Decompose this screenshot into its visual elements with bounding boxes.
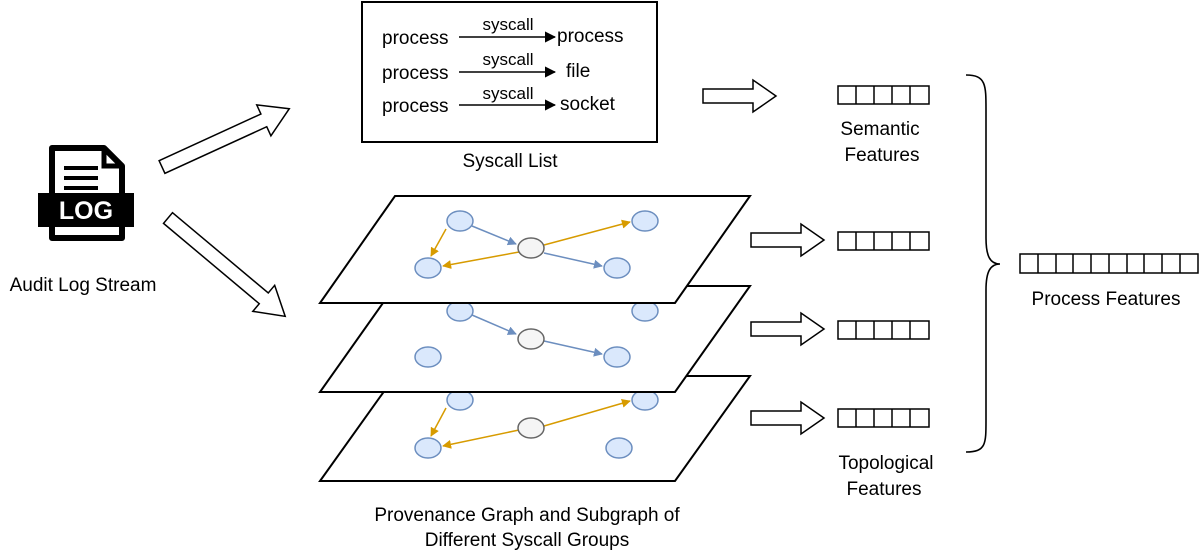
grouping-brace [965, 74, 1001, 453]
topological-feature-vector-2 [837, 320, 930, 340]
process-features-label: Process Features [1032, 289, 1181, 310]
log-file-icon: LOG [38, 145, 134, 241]
provenance-caption-line2: Different Syscall Groups [425, 530, 630, 551]
arrow-to-provenance-graph [162, 211, 287, 318]
topological-features-label-line2: Features [847, 479, 922, 500]
syscall-list-caption: Syscall List [462, 151, 558, 172]
semantic-feature-vector [837, 85, 930, 105]
semantic-features-label-line1: Semantic [840, 119, 919, 140]
provenance-graph-layer-top [318, 195, 752, 304]
syscall-row-1-object: process [557, 26, 624, 47]
semantic-features-label-line2: Features [845, 145, 920, 166]
subgraph-layer-middle [318, 285, 752, 393]
graph-node [603, 257, 631, 279]
process-feature-vector [1019, 253, 1199, 274]
process-node [517, 328, 545, 350]
syscall-row-3-edge: syscall [482, 84, 533, 103]
graph-node [605, 437, 633, 459]
syscall-row-3-object: socket [560, 94, 616, 115]
arrow-to-feature-vector-2 [750, 311, 826, 347]
graph-node [414, 257, 442, 279]
arrow-to-feature-vector-1 [750, 222, 826, 258]
topological-features-label-line1: Topological [838, 453, 933, 474]
arrow-to-syscall-list [158, 104, 291, 175]
arrow-to-semantic-features [702, 78, 778, 114]
process-node [517, 237, 545, 259]
graph-node [414, 346, 442, 368]
process-node [517, 417, 545, 439]
graph-node [631, 210, 659, 232]
syscall-row-3-subject: process [382, 96, 449, 117]
syscall-row-2-edge: syscall [482, 50, 533, 69]
syscall-row-2-subject: process [382, 63, 449, 84]
topological-feature-vector-3 [837, 408, 930, 428]
syscall-row-1-edge: syscall [482, 15, 533, 34]
subgraph-layer-bottom [318, 375, 752, 482]
syscall-row-1-subject: process [382, 28, 449, 49]
provenance-caption-line1: Provenance Graph and Subgraph of [374, 505, 680, 526]
graph-node [603, 346, 631, 368]
graph-node [446, 210, 474, 232]
topological-feature-vector-1 [837, 231, 930, 251]
log-icon-label: LOG [59, 197, 113, 225]
arrow-to-feature-vector-3 [750, 400, 826, 436]
audit-log-stream-label: Audit Log Stream [10, 275, 157, 296]
graph-node [414, 437, 442, 459]
syscall-row-2-object: file [566, 61, 590, 82]
syscall-list-box: process syscall process process syscall … [361, 1, 658, 143]
